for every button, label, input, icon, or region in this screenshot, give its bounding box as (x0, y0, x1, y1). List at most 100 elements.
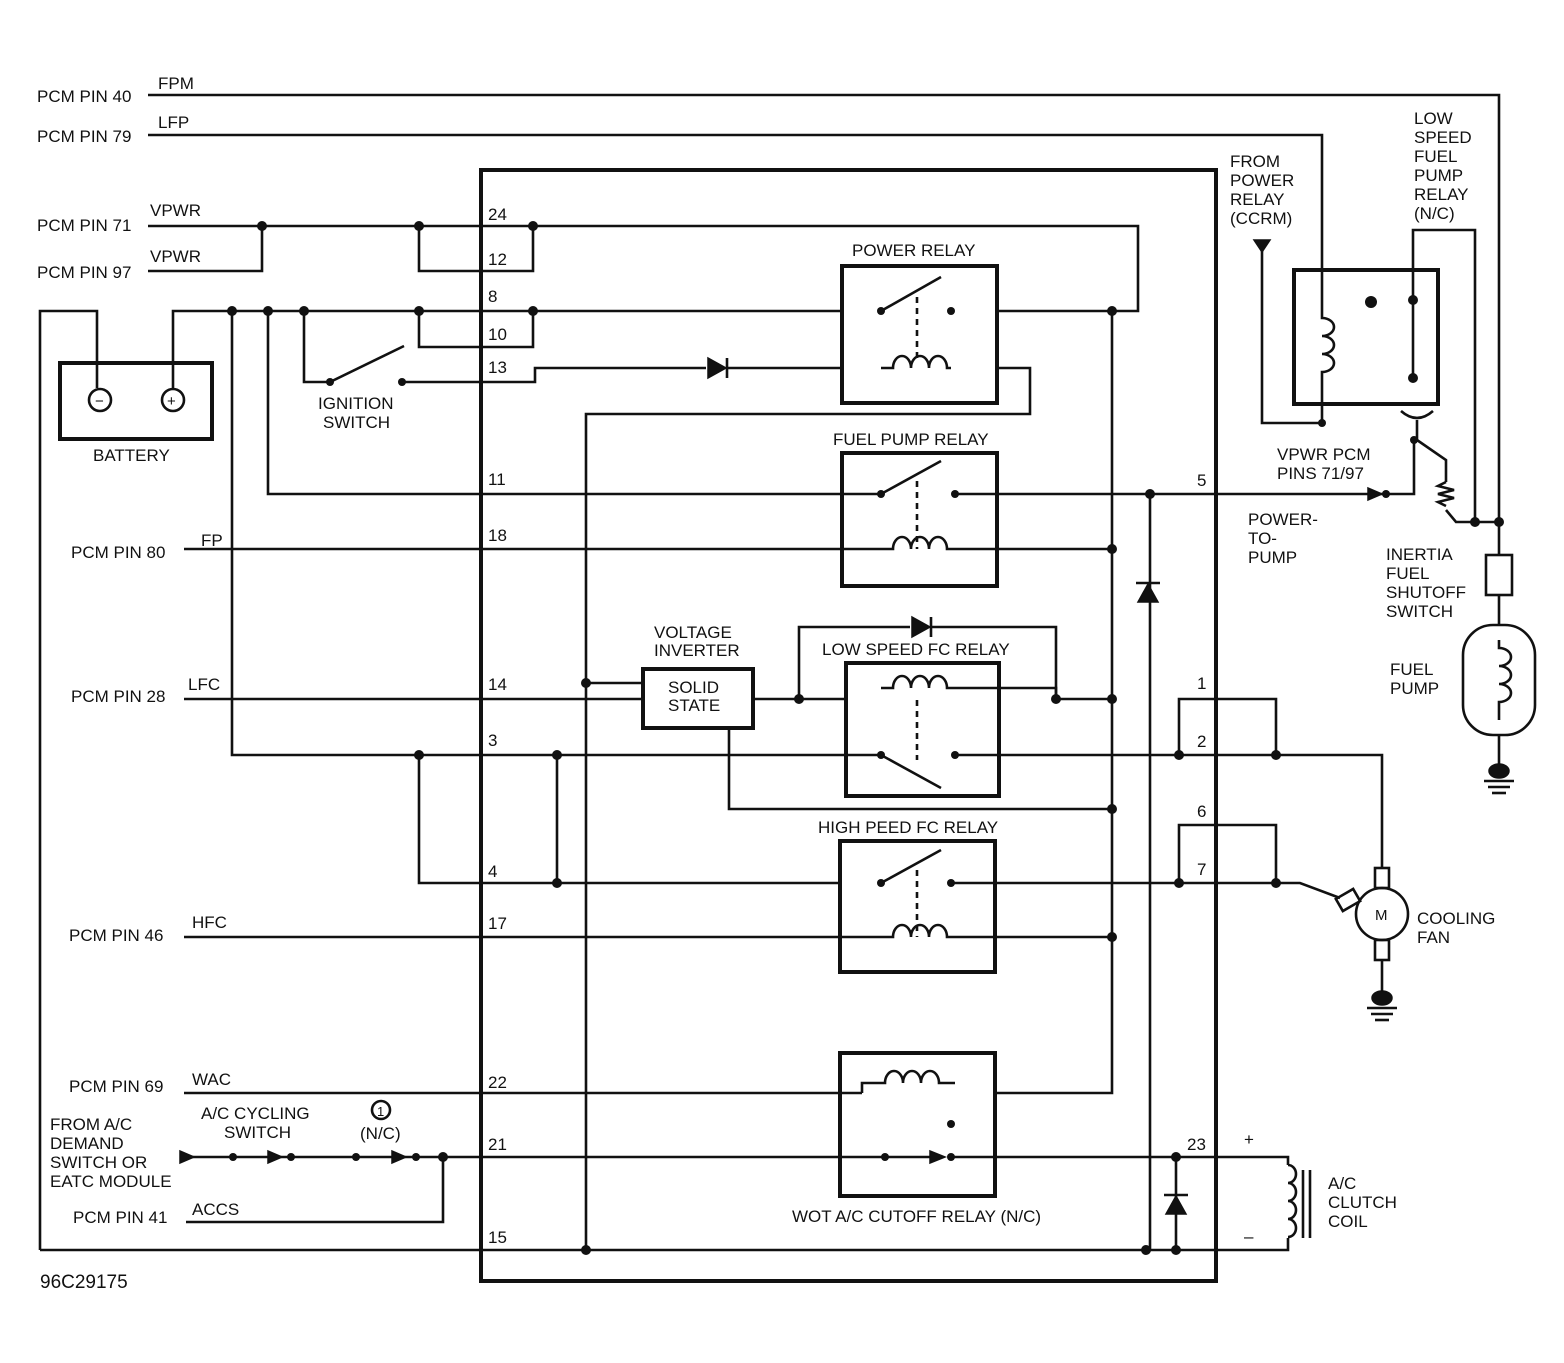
pin-11: 11 (488, 470, 506, 489)
pin-18: 18 (488, 526, 507, 545)
ac-clutch-output (951, 1152, 1312, 1255)
low-fc-relay (794, 615, 1112, 798)
low-speed-fuel-pump-relay (1252, 228, 1504, 527)
ignition-label-2: SWITCH (323, 413, 390, 432)
ac-clutch-label-2: CLUTCH (1328, 1193, 1397, 1212)
from-ac-4: EATC MODULE (50, 1172, 172, 1191)
lfp-line (148, 133, 1324, 300)
low-speed-relay-5: RELAY (1414, 185, 1469, 204)
wot-relay (838, 1051, 997, 1198)
sig-vpwr-1: VPWR (150, 201, 201, 220)
pcm-pin-71: PCM PIN 71 (37, 216, 131, 235)
out-pin-23: 23 (1187, 1135, 1206, 1154)
high-fc-relay (838, 839, 1112, 974)
pin-4: 4 (488, 862, 497, 881)
ac-cycling-switch: 1 (179, 1099, 885, 1224)
power-relay-label: POWER RELAY (852, 241, 975, 260)
low-speed-relay-4: PUMP (1414, 166, 1463, 185)
low-speed-relay-1: LOW (1414, 109, 1453, 128)
clutch-plus: + (1244, 1130, 1254, 1149)
pin-12: 12 (488, 250, 507, 269)
low-speed-relay-2: SPEED (1414, 128, 1472, 147)
voltage-inverter-label-2: INVERTER (654, 641, 740, 660)
vpwr-lines (148, 221, 1140, 313)
pcm-pin-97: PCM PIN 97 (37, 263, 131, 282)
voltage-inverter-label-1: VOLTAGE (654, 623, 732, 642)
power-to-pump-3: PUMP (1248, 548, 1297, 567)
from-power-relay-3: RELAY (1230, 190, 1285, 209)
pcm-pin-69: PCM PIN 69 (69, 1077, 163, 1096)
ignition-switch (302, 311, 481, 386)
from-ac-2: DEMAND (50, 1134, 124, 1153)
cooling-fan-label-2: FAN (1417, 928, 1450, 947)
ignition-label-1: IGNITION (318, 394, 394, 413)
battery-negative-sign: − (95, 393, 104, 410)
power-relay (840, 264, 999, 405)
pin-22: 22 (488, 1073, 507, 1092)
fuel-pump-relay (840, 451, 999, 588)
inertia-4: SWITCH (1386, 602, 1453, 621)
fpm-line (148, 93, 1501, 522)
fuel-pump-1: FUEL (1390, 660, 1433, 679)
solid-state-label-2: STATE (668, 696, 720, 715)
sig-wac: WAC (192, 1070, 231, 1089)
pin-15: 15 (488, 1228, 507, 1247)
fuel-pump-relay-label: FUEL PUMP RELAY (833, 430, 989, 449)
from-ac-1: FROM A/C (50, 1115, 132, 1134)
from-power-relay-2: POWER (1230, 171, 1294, 190)
inertia-fuel-pump (1461, 522, 1537, 795)
note-1: 1 (377, 1104, 384, 1119)
from-ac-3: SWITCH OR (50, 1153, 147, 1172)
solid-state-label-1: SOLID (668, 678, 719, 697)
pcm-pin-28: PCM PIN 28 (71, 687, 165, 706)
inertia-2: FUEL (1386, 564, 1429, 583)
cooling-fan-motor: M (1334, 866, 1410, 1022)
low-speed-relay-6: (N/C) (1414, 204, 1455, 223)
pcm-pin-40: PCM PIN 40 (37, 87, 131, 106)
battery-positive-sign: + (167, 393, 176, 410)
power-to-pump-2: TO- (1248, 529, 1277, 548)
vpwr-pins-1: VPWR PCM (1277, 445, 1371, 464)
battery: − + (58, 361, 214, 441)
battery-label: BATTERY (93, 446, 170, 465)
out-pin-5: 5 (1197, 471, 1206, 490)
sig-fpm: FPM (158, 74, 194, 93)
pin7-output (951, 823, 1341, 900)
sig-lfp: LFP (158, 113, 189, 132)
pin-3: 3 (488, 731, 497, 750)
pin-13: 13 (488, 358, 507, 377)
clutch-minus: – (1244, 1227, 1254, 1246)
ac-cycling-label-2: SWITCH (224, 1123, 291, 1142)
pcm-pin-80: PCM PIN 80 (71, 543, 165, 562)
pin-14: 14 (488, 675, 507, 694)
nc-label: (N/C) (360, 1124, 401, 1143)
out-pin-7: 7 (1197, 860, 1206, 879)
pin-24: 24 (488, 205, 507, 224)
low-fc-relay-label: LOW SPEED FC RELAY (822, 640, 1010, 659)
inertia-1: INERTIA (1386, 545, 1453, 564)
pin-8: 8 (488, 287, 497, 306)
from-power-relay-4: (CCRM) (1230, 209, 1292, 228)
out-pin-2: 2 (1197, 732, 1206, 751)
ac-clutch-label-3: COIL (1328, 1212, 1368, 1231)
sig-lfc: LFC (188, 675, 220, 694)
motor-label: M (1375, 907, 1388, 924)
wot-relay-label: WOT A/C CUTOFF RELAY (N/C) (792, 1207, 1041, 1226)
pcm-pin-41: PCM PIN 41 (73, 1208, 167, 1227)
pcm-pin-46: PCM PIN 46 (69, 926, 163, 945)
cooling-fan-label-1: COOLING (1417, 909, 1495, 928)
sig-vpwr-2: VPWR (150, 247, 201, 266)
inertia-3: SHUTOFF (1386, 583, 1466, 602)
power-to-pump-1: POWER- (1248, 510, 1318, 529)
pin-10: 10 (488, 325, 507, 344)
sig-fp: FP (201, 531, 223, 550)
sig-hfc: HFC (192, 913, 227, 932)
module-outline (479, 168, 1218, 1283)
pin3-pin4-lines (230, 311, 1384, 888)
high-fc-relay-label: HIGH PEED FC RELAY (818, 818, 998, 837)
pcm-pin-79: PCM PIN 79 (37, 127, 131, 146)
from-power-relay-1: FROM (1230, 152, 1280, 171)
pin-17: 17 (488, 914, 507, 933)
pin5-output (955, 440, 1416, 1255)
